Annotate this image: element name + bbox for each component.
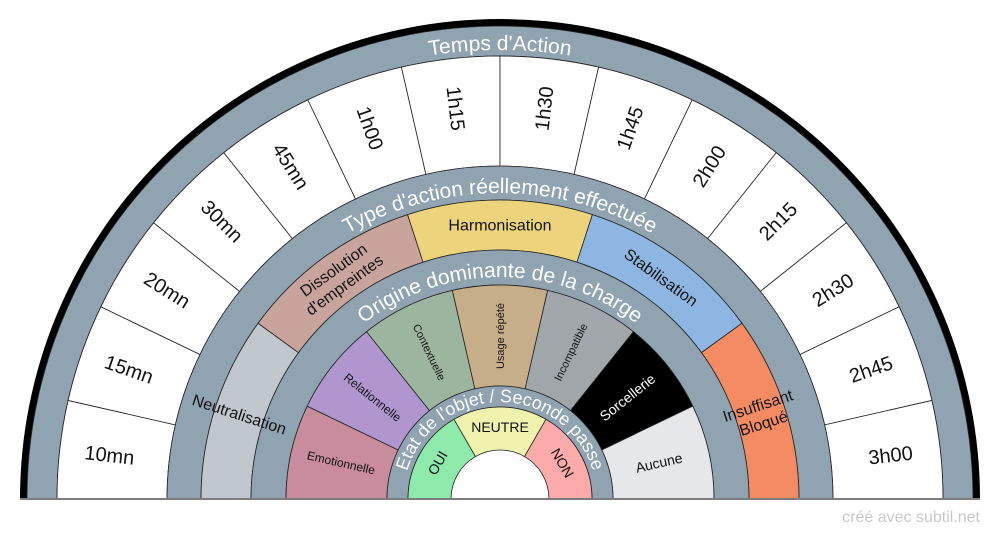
time-label-7: 1h30 [532,85,559,132]
action-type-label-2-line: Harmonisation [448,218,551,235]
time-label-7-line: 1h30 [532,85,559,132]
origin-label-text: Usage répété [495,303,507,369]
action-type-label-2: Harmonisation [448,218,551,235]
time-label-13-line: 3h00 [867,443,914,470]
credit-text: créé avec subtil.net [842,509,980,526]
time-label-13: 3h00 [867,443,914,470]
time-label-6: 1h15 [442,85,469,132]
state-label-1-line: NEUTRE [471,419,529,435]
time-label-6-line: 1h15 [442,85,469,132]
state-label-1: NEUTRE [471,419,529,435]
origin-label-3: Usage répété [495,303,507,369]
